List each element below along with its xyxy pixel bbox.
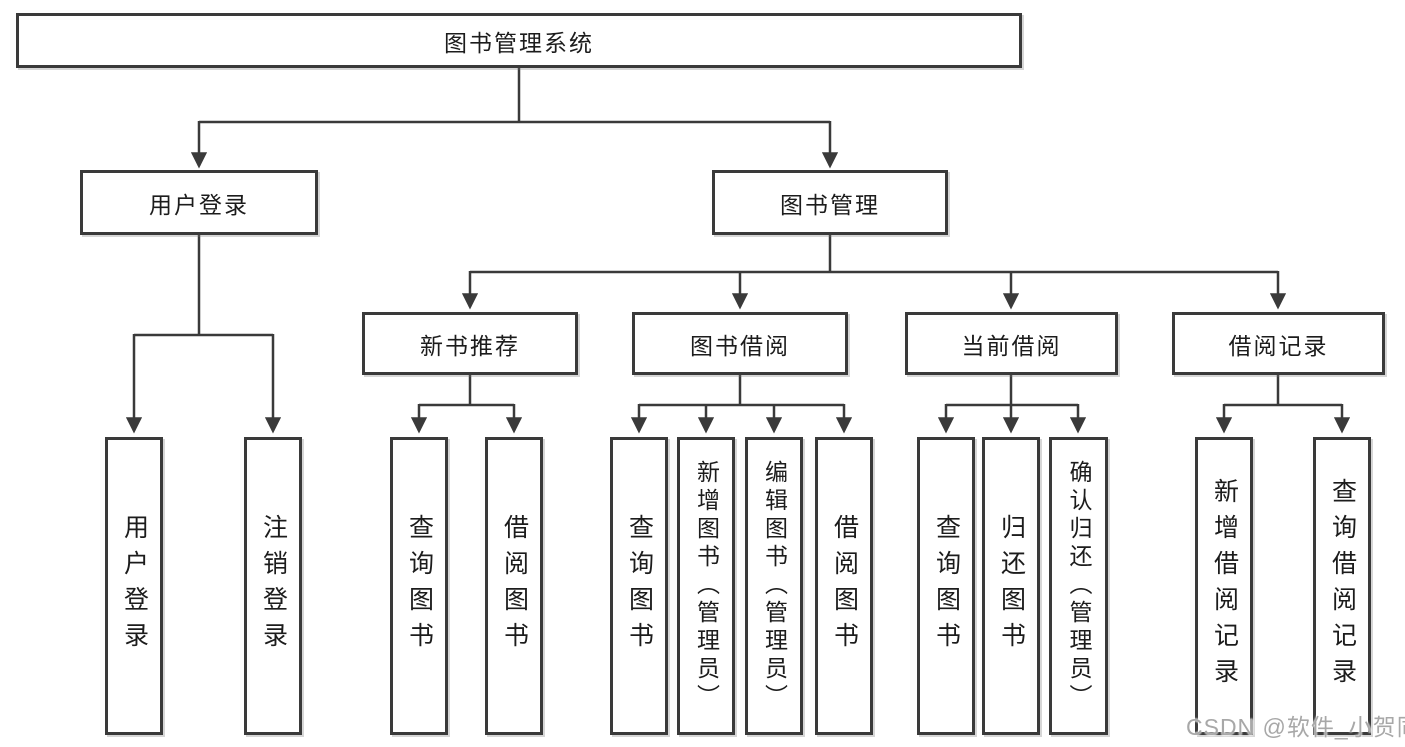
- leaf-query-books-current-label: 查询图书: [932, 514, 961, 658]
- leaf-add-books-admin: 新增图书（管理员）: [677, 437, 735, 735]
- leaf-edit-books-admin: 编辑图书（管理员）: [745, 437, 803, 735]
- node-library-management-system: 图书管理系统: [16, 13, 1022, 68]
- node-new-book-recommend: 新书推荐: [362, 312, 578, 375]
- node-user-login: 用户登录: [80, 170, 318, 235]
- leaf-query-books-current: 查询图书: [917, 437, 975, 735]
- leaf-borrow-books-recommend: 借阅图书: [485, 437, 543, 735]
- leaf-query-borrow-record-label: 查询借阅记录: [1328, 478, 1357, 694]
- leaf-borrow-books-recommend-label: 借阅图书: [500, 514, 529, 658]
- leaf-add-books-admin-label: 新增图书（管理员）: [693, 460, 720, 712]
- leaf-confirm-return-admin: 确认归还（管理员）: [1049, 437, 1108, 735]
- leaf-user-login: 用户登录: [105, 437, 163, 735]
- leaf-add-borrow-record: 新增借阅记录: [1195, 437, 1253, 735]
- leaf-query-books-borrow: 查询图书: [610, 437, 668, 735]
- leaf-query-books-borrow-label: 查询图书: [625, 514, 654, 658]
- leaf-return-books: 归还图书: [982, 437, 1040, 735]
- leaf-add-borrow-record-label: 新增借阅记录: [1210, 478, 1239, 694]
- leaf-edit-books-admin-label: 编辑图书（管理员）: [761, 460, 788, 712]
- leaf-logout: 注销登录: [244, 437, 302, 735]
- leaf-confirm-return-admin-label: 确认归还（管理员）: [1066, 460, 1092, 712]
- csdn-watermark: CSDN @软件_小贺同学: [1186, 714, 1405, 740]
- leaf-return-books-label: 归还图书: [997, 514, 1026, 658]
- leaf-borrow-books: 借阅图书: [815, 437, 873, 735]
- node-book-management: 图书管理: [712, 170, 948, 235]
- leaf-logout-label: 注销登录: [259, 514, 288, 658]
- leaf-query-books-recommend-label: 查询图书: [405, 514, 434, 658]
- node-borrow-record: 借阅记录: [1172, 312, 1385, 375]
- leaf-borrow-books-label: 借阅图书: [830, 514, 859, 658]
- leaf-query-books-recommend: 查询图书: [390, 437, 448, 735]
- node-book-borrow: 图书借阅: [632, 312, 848, 375]
- node-current-borrow: 当前借阅: [905, 312, 1118, 375]
- leaf-query-borrow-record: 查询借阅记录: [1313, 437, 1371, 735]
- leaf-user-login-label: 用户登录: [120, 514, 149, 658]
